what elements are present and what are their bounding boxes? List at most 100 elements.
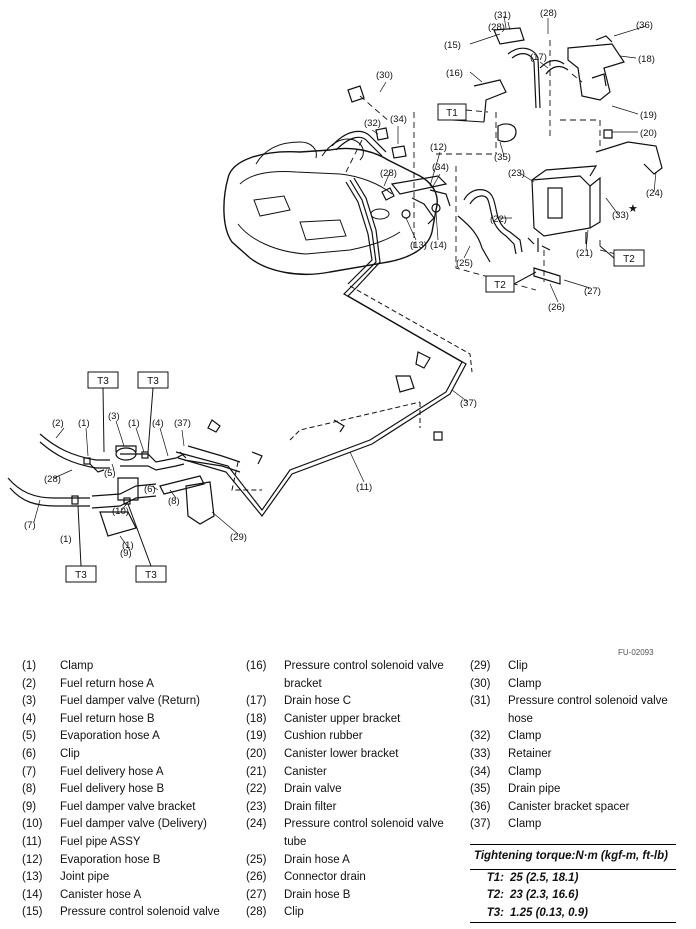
legend-item-label: Drain hose B <box>284 888 351 901</box>
legend-item-number: (22) <box>246 783 267 796</box>
callout-1: (1) <box>78 418 90 429</box>
callout-12: (12) <box>430 142 447 153</box>
legend-item: (4)Fuel return hose B <box>22 711 242 729</box>
canister-dashed-guides <box>345 40 617 291</box>
legend-item: (12)Evaporation hose B <box>22 852 242 870</box>
legend-item-label: Fuel damper valve (Return) <box>60 695 200 708</box>
callout-7: (7) <box>24 520 36 531</box>
callout-6: (6) <box>144 484 156 495</box>
torque-value: 23 (2.3, 16.6) <box>510 889 579 902</box>
callout-10: (10) <box>112 506 129 517</box>
callout-4: (4) <box>152 418 164 429</box>
callout-37: (37) <box>460 398 477 409</box>
fuel-tank <box>223 138 438 275</box>
callout-9: (9) <box>120 548 132 559</box>
legend-item-number: (31) <box>470 695 491 708</box>
legend-item: (35)Drain pipe <box>470 781 680 799</box>
legend-item: (8)Fuel delivery hose B <box>22 781 242 799</box>
legend-item-number: (18) <box>246 712 267 725</box>
callout-28: (28) <box>540 8 557 19</box>
legend-item-number: (34) <box>470 765 491 778</box>
callout-30: (30) <box>376 70 393 81</box>
legend-item-number: (35) <box>470 783 491 796</box>
fuel-evap-system-diagram: ★ T1 T2 T2 T3 T3 T3 T3 (1) (1) (2) (3) (… <box>7 8 663 583</box>
legend-item-label: Clamp <box>508 818 542 831</box>
callout-11: (11) <box>356 482 372 493</box>
legend-item-label: Joint pipe <box>60 871 110 884</box>
torque-tag-t2: T2 <box>494 280 506 291</box>
legend-item-label: Evaporation hose A <box>60 730 160 743</box>
legend-item: (6)Clip <box>22 746 242 764</box>
legend-item-label: Clip <box>508 660 528 672</box>
legend-item-number: (19) <box>246 730 267 743</box>
legend-item-label: Fuel pipe ASSY <box>60 835 141 848</box>
legend-item-label: Canister hose A <box>60 888 142 901</box>
legend-item-label: Canister <box>284 765 327 778</box>
legend-item-label: Drain hose A <box>284 853 350 866</box>
legend-item-label: Fuel return hose A <box>60 677 154 690</box>
legend-item-number: (28) <box>246 906 267 919</box>
legend-item: (1)Clamp <box>22 658 242 676</box>
legend-item-number: (6) <box>22 747 37 760</box>
legend-item: (22)Drain valve <box>246 781 466 799</box>
legend-item-label: Clamp <box>508 765 542 778</box>
legend-item-number: (37) <box>470 818 491 831</box>
legend-item-number: (11) <box>22 835 42 848</box>
legend-item-number: (16) <box>246 660 267 672</box>
callout-33: (33) <box>612 210 629 221</box>
legend-item-label: Pressure control solenoid valve bracket <box>284 660 444 690</box>
callout-1: (1) <box>128 418 140 429</box>
torque-tag-t3: T3 <box>145 570 157 581</box>
torque-value: 1.25 (0.13, 0.9) <box>510 906 588 919</box>
legend-item: (20) Canister lower bracket <box>246 746 466 764</box>
torque-tag-t3: T3 <box>75 570 87 581</box>
callout-13: (13) <box>410 240 427 251</box>
legend-item-label: Clamp <box>60 660 94 672</box>
legend-item-label: Pressure control solenoid valve hose <box>508 695 668 725</box>
fuel-pipe-assy <box>175 177 467 517</box>
callouts: (1) (1) (2) (3) (4) (5) (6) (7) (8) (9) … <box>24 8 663 559</box>
legend-item: (21) Canister <box>246 764 466 782</box>
legend-item-number: (32) <box>470 730 491 743</box>
legend-item-number: (10) <box>22 818 43 831</box>
legend-item-number: (21) <box>246 765 267 778</box>
legend-item-number: (36) <box>470 800 491 813</box>
torque-tag-t3: T3 <box>97 376 109 387</box>
callout-29: (29) <box>230 532 247 543</box>
legend-item-label: Fuel delivery hose B <box>60 783 165 796</box>
legend-item: (5)Evaporation hose A <box>22 728 242 746</box>
legend-item: (16) Pressure control solenoid valve brac… <box>246 658 466 693</box>
callout-37: (37) <box>174 418 191 429</box>
callout-27: (27) <box>584 286 601 297</box>
legend-item-label: Clip <box>284 906 304 919</box>
callout-23: (23) <box>508 168 525 179</box>
torque-value: 25 (2.5, 18.1) <box>510 871 579 884</box>
callout-31: (31) <box>494 10 511 21</box>
legend-item-label: Pressure control solenoid valve <box>60 906 220 919</box>
legend-item: (24)Pressure control solenoid valve tube <box>246 816 466 851</box>
callout-14: (14) <box>430 240 447 251</box>
legend-item-label: Canister lower bracket <box>284 747 399 760</box>
parts-legend-column-2: (16) Pressure control solenoid valve brac… <box>246 658 466 922</box>
legend-item-label: Canister bracket spacer <box>508 800 630 813</box>
legend-item: (28) Clip <box>246 904 466 922</box>
torque-row-t1: T1: 25 (2.5, 18.1) <box>470 870 676 888</box>
legend-item: (33)Retainer <box>470 746 680 764</box>
legend-item-label: Cushion rubber <box>284 730 363 743</box>
legend-item: (17)Drain hose C <box>246 693 466 711</box>
torque-row-t3: T3: 1.25 (0.13, 0.9) <box>470 905 676 924</box>
callout-34: (34) <box>390 114 407 125</box>
legend-item: (3)Fuel damper valve (Return) <box>22 693 242 711</box>
torque-key: T2: <box>486 889 504 902</box>
callout-2: (2) <box>52 418 64 429</box>
legend-item-label: Drain filter <box>284 800 337 813</box>
figure-code: FU-02093 <box>618 648 654 657</box>
legend-item: (29)Clip <box>470 658 680 676</box>
legend-item-number: (17) <box>246 695 267 708</box>
legend-item-number: (33) <box>470 747 491 760</box>
legend-item: (27)Drain hose B <box>246 887 466 905</box>
callout-24: (24) <box>646 188 663 199</box>
legend-item: (31) Pressure control solenoid valve hose <box>470 693 680 728</box>
legend-item-number: (20) <box>246 747 267 760</box>
legend-item-number: (25) <box>246 853 267 866</box>
